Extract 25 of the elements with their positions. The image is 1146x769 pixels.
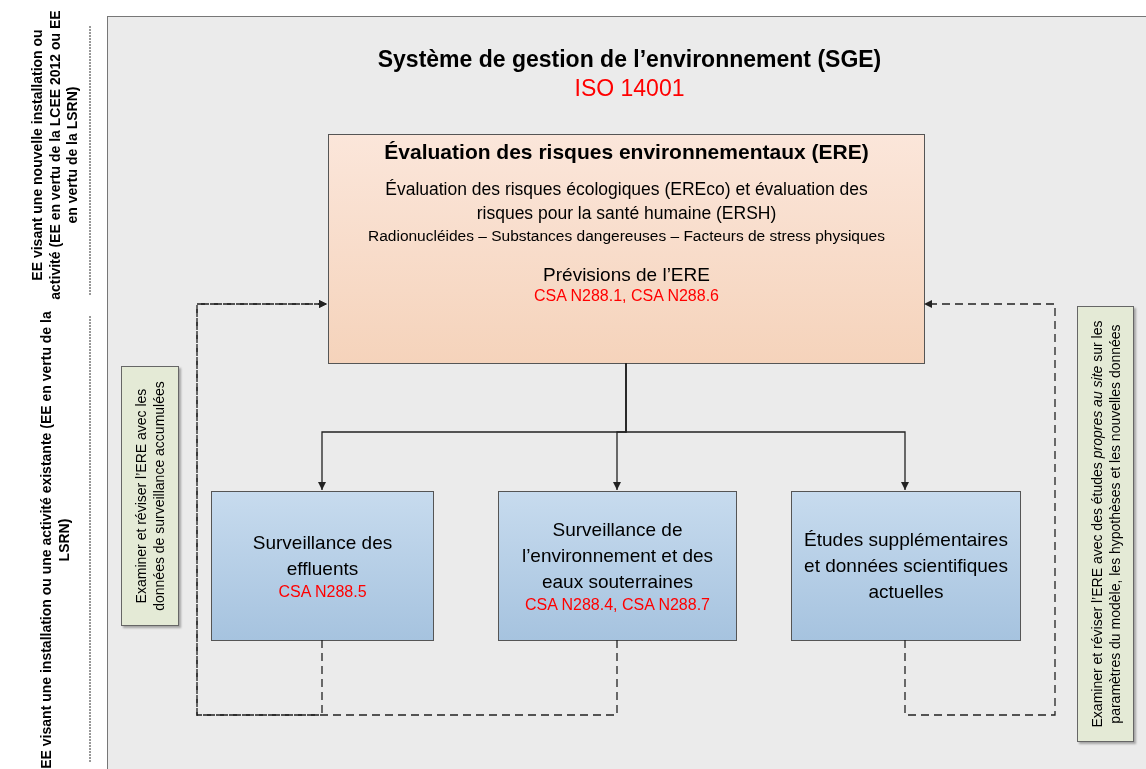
- standard-label: CSA N288.5: [278, 582, 367, 603]
- standard-label: CSA N288.4, CSA N288.7: [525, 595, 710, 616]
- side-label: EE visant une installation ou une activité existante (EE en vertu de la LSRN): [37, 310, 73, 769]
- panel-title: Système de gestion de l’environnement (SGE): [377, 45, 882, 74]
- box-text: Surveillance de l’environnement et des eaux souterraines: [520, 517, 715, 595]
- box-text: Études supplémentaires et données scientifiques actuelles: [803, 527, 1009, 605]
- box-text: Évaluation des risques écologiques (EREco) et évaluation des risques pour la santé humaine (ERSH): [384, 178, 869, 226]
- box-text: Surveillance des effluents: [251, 530, 394, 581]
- standard-label: ISO 14001: [574, 73, 685, 103]
- box-text: Radionucléides – Substances dangereuses – Facteurs de stress physiques: [367, 226, 886, 247]
- standard-label: CSA N288.1, CSA N288.6: [534, 286, 719, 307]
- process-box: [211, 491, 434, 641]
- system-panel: [107, 16, 1146, 769]
- box-heading: Évaluation des risques environnementaux (ERE): [384, 139, 869, 165]
- arrow: [625, 362, 909, 491]
- note-text: Examiner et réviser l’ERE avec les données de surveillance accumulées: [132, 380, 167, 613]
- box-subheading: Prévisions de l’ERE: [543, 262, 710, 287]
- note-box: [1077, 306, 1134, 742]
- side-label: EE visant une nouvelle installation ou activité (EE en vertu de la LCEE 2012 ou EE en vertu de la LSRN): [28, 9, 81, 302]
- arrow: [904, 300, 1056, 716]
- arrow: [196, 300, 618, 716]
- assessment-box: [328, 134, 925, 364]
- process-box: [498, 491, 737, 641]
- note-box: [121, 366, 179, 626]
- process-box: [791, 491, 1021, 641]
